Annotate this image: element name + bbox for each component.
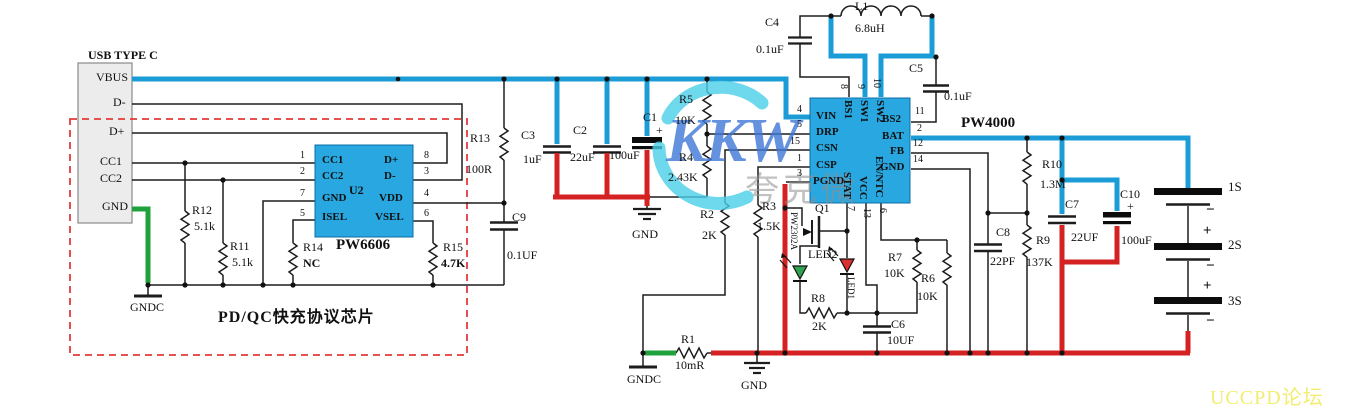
cap-c10-plate (1103, 212, 1131, 218)
resistor-r12 (179, 210, 191, 244)
resistor-r10 (1021, 151, 1033, 185)
ground-red-traces (553, 150, 1191, 356)
battery-bar-1s (1154, 188, 1222, 195)
resistor-r2 (719, 202, 731, 236)
vbus-blue-traces (132, 16, 1191, 214)
resistor-r15 (427, 242, 439, 276)
power-traces (132, 16, 1191, 356)
pd-qc-dashed-box (69, 118, 468, 356)
resistor-r6 (941, 252, 953, 286)
resistor-r13 (498, 127, 510, 161)
resistor-r1 (675, 346, 708, 360)
led1-red (826, 246, 856, 275)
wire-layer (132, 5, 1210, 375)
resistor-r11 (217, 242, 229, 276)
led2-green (779, 253, 809, 282)
battery-bar-3s (1154, 297, 1222, 304)
cap-c1-plate (632, 137, 662, 143)
resistor-r14 (287, 242, 299, 276)
chip-pw4000 (809, 97, 911, 204)
resistor-r9 (1021, 224, 1033, 258)
resistor-r3 (752, 204, 764, 238)
polar-caps-and-battery (632, 137, 1222, 304)
resistors (179, 91, 1033, 360)
junction-dots (145, 13, 1065, 356)
battery-bar-2s (1154, 243, 1222, 250)
usb-type-c-connector (77, 62, 133, 224)
resistor-r8 (805, 306, 838, 320)
chip-pw6606 (314, 144, 414, 238)
resistor-r7 (911, 249, 923, 283)
resistor-r4 (701, 145, 713, 179)
q1-gate-arrow (803, 228, 812, 236)
gndc-green-traces (132, 206, 676, 356)
resistor-r5 (701, 91, 713, 125)
